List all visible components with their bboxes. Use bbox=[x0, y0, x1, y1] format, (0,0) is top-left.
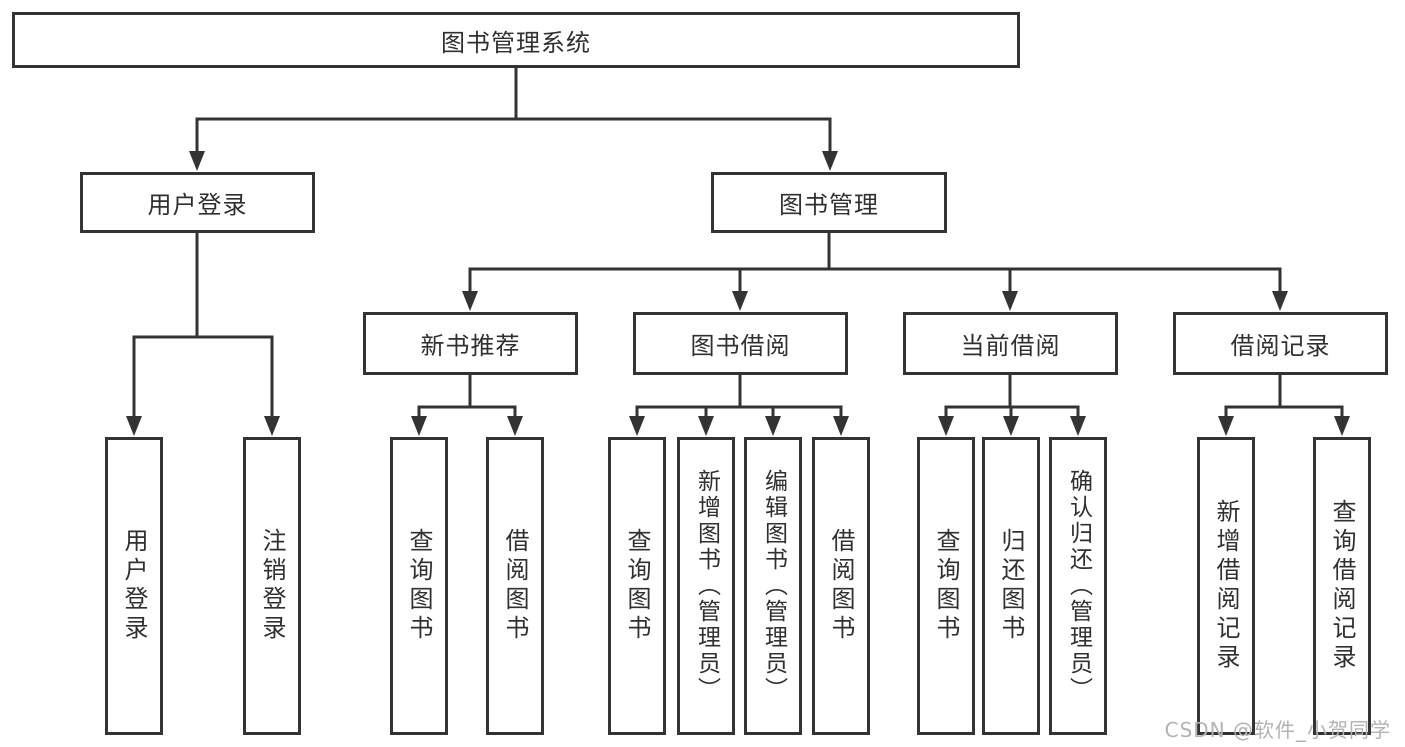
leaf-return-book: 归还图书 bbox=[982, 437, 1040, 735]
node-label: 新书推荐 bbox=[420, 332, 521, 360]
node-book-management: 图书管理 bbox=[711, 172, 947, 233]
node-label: 注销登录 bbox=[258, 528, 286, 644]
node-label: 借阅图书 bbox=[827, 528, 855, 644]
node-label: 新增图书（管理员） bbox=[693, 469, 720, 703]
node-label: 查询借阅记录 bbox=[1328, 499, 1356, 673]
leaf-query-books-current: 查询图书 bbox=[917, 437, 975, 735]
leaf-query-books-recommend: 查询图书 bbox=[390, 437, 448, 735]
node-label: 用户登录 bbox=[120, 528, 148, 644]
leaf-edit-book-admin: 编辑图书（管理员） bbox=[744, 437, 802, 735]
node-label: 确认归还（管理员） bbox=[1065, 469, 1092, 703]
node-label: 图书管理 bbox=[779, 191, 879, 219]
leaf-add-borrow-record: 新增借阅记录 bbox=[1197, 437, 1255, 735]
node-label: 图书借阅 bbox=[690, 332, 791, 360]
node-borrowing-records: 借阅记录 bbox=[1173, 312, 1388, 375]
node-new-book-recommend: 新书推荐 bbox=[363, 312, 578, 375]
csdn-watermark: CSDN @软件_小贺同学 bbox=[1164, 718, 1391, 742]
leaf-borrow-book-recommend: 借阅图书 bbox=[486, 437, 544, 735]
leaf-query-borrow-record: 查询借阅记录 bbox=[1313, 437, 1371, 735]
node-label: 查询图书 bbox=[623, 528, 651, 644]
leaf-borrow-book: 借阅图书 bbox=[812, 437, 870, 735]
node-library-management-system: 图书管理系统 bbox=[12, 12, 1020, 68]
leaf-confirm-return-admin: 确认归还（管理员） bbox=[1049, 437, 1107, 735]
node-label: 借阅图书 bbox=[501, 528, 529, 644]
leaf-add-book-admin: 新增图书（管理员） bbox=[677, 437, 735, 735]
node-label: 当前借阅 bbox=[960, 332, 1061, 360]
leaf-query-books-borrowing: 查询图书 bbox=[608, 437, 666, 735]
node-book-borrowing: 图书借阅 bbox=[633, 312, 848, 375]
node-label: 查询图书 bbox=[405, 528, 433, 644]
node-user-login: 用户登录 bbox=[80, 172, 315, 233]
node-label: 用户登录 bbox=[147, 191, 248, 219]
node-label: 归还图书 bbox=[997, 528, 1025, 644]
node-label: 编辑图书（管理员） bbox=[760, 469, 787, 703]
node-current-borrowing: 当前借阅 bbox=[903, 312, 1118, 375]
node-label: 新增借阅记录 bbox=[1212, 499, 1240, 673]
leaf-user-login: 用户登录 bbox=[105, 437, 163, 735]
node-label: 图书管理系统 bbox=[441, 28, 591, 57]
node-label: 借阅记录 bbox=[1230, 332, 1331, 360]
node-label: 查询图书 bbox=[932, 528, 960, 644]
leaf-logout: 注销登录 bbox=[243, 437, 301, 735]
